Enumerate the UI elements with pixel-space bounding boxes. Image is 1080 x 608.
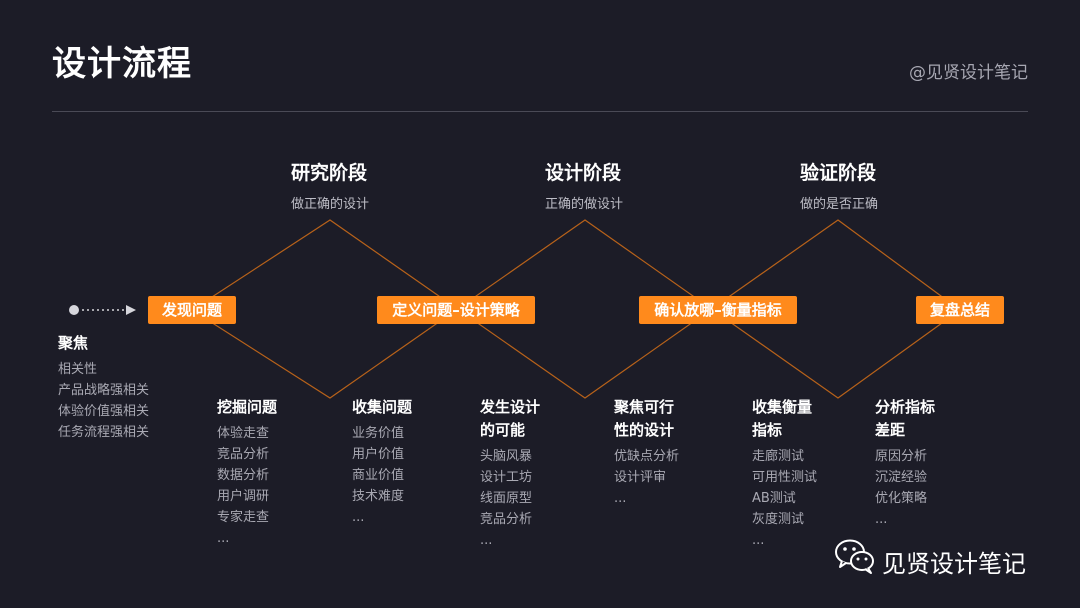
column-list: 走廊测试 可用性测试 AB测试 灰度测试 ...: [752, 446, 820, 551]
list-item: 产品战略强相关: [58, 383, 150, 398]
list-item: 设计评审: [614, 470, 667, 485]
milestone-review: 复盘总结: [916, 296, 1004, 324]
list-item: 线面原型: [480, 491, 533, 506]
column-title: 收集衡量指标: [752, 398, 813, 439]
focus-list: 相关性 产品战略强相关 体验价值强相关 任务流程强相关: [58, 359, 149, 443]
column-title: 挖掘问题: [217, 398, 278, 416]
column-list: 优缺点分析 设计评审 ...: [614, 446, 682, 509]
focus-title: 聚焦: [58, 334, 89, 352]
focus-block: 聚焦 相关性 产品战略强相关 体验价值强相关 任务流程强相关: [58, 332, 149, 443]
phase-title: 研究阶段: [291, 162, 368, 184]
list-item: 用户调研: [217, 489, 270, 504]
wechat-icon: [835, 539, 874, 574]
phase-subtitle: 做的是否正确: [800, 197, 879, 212]
list-item: ...: [480, 533, 493, 548]
list-item: ...: [614, 491, 627, 506]
list-item: 相关性: [58, 362, 98, 377]
column-list: 头脑风暴 设计工坊 线面原型 竞品分析 ...: [480, 446, 548, 551]
account-name: 见贤设计笔记: [882, 550, 1026, 578]
list-item: 专家走查: [217, 510, 270, 525]
milestone-confirm: 确认放哪–衡量指标: [639, 296, 797, 324]
milestone-discover: 发现问题: [148, 296, 236, 324]
list-item: 用户价值: [352, 447, 405, 462]
column-collect-problems: 收集问题 业务价值 用户价值 商业价值 技术难度 ...: [352, 396, 442, 528]
list-item: 商业价值: [352, 468, 405, 483]
list-item: ...: [752, 533, 765, 548]
start-dot: [69, 305, 79, 315]
phase-validation: 验证阶段 做的是否正确: [800, 158, 878, 212]
list-item: 竞品分析: [480, 512, 533, 527]
column-list: 体验走查 竞品分析 数据分析 用户调研 专家走查 ...: [217, 423, 307, 549]
list-item: 业务价值: [352, 426, 405, 441]
column-analyze-gaps: 分析指标差距 原因分析 沉淀经验 优化策略 ...: [875, 396, 943, 530]
list-item: 体验价值强相关: [58, 404, 150, 419]
phase-subtitle: 做正确的设计: [291, 197, 370, 212]
diamond-upper-line: [191, 219, 961, 399]
column-title: 发生设计的可能: [480, 398, 541, 439]
phase-title: 设计阶段: [545, 162, 622, 184]
page-title: 设计流程: [52, 44, 192, 84]
list-item: ...: [352, 510, 365, 525]
phase-design: 设计阶段 正确的做设计: [545, 158, 623, 212]
list-item: 优化策略: [875, 491, 928, 506]
list-item: 技术难度: [352, 489, 405, 504]
column-list: 业务价值 用户价值 商业价值 技术难度 ...: [352, 423, 442, 528]
phase-subtitle: 正确的做设计: [545, 197, 624, 212]
column-feasible-design: 聚焦可行性的设计 优缺点分析 设计评审 ...: [614, 396, 682, 509]
column-design-possibilities: 发生设计的可能 头脑风暴 设计工坊 线面原型 竞品分析 ...: [480, 396, 548, 551]
list-item: ...: [875, 512, 888, 527]
diamond-lower-line: [191, 219, 961, 399]
list-item: 灰度测试: [752, 512, 805, 527]
list-item: 走廊测试: [752, 449, 805, 464]
arrow-right-icon: [126, 305, 136, 315]
list-item: 可用性测试: [752, 470, 818, 485]
list-item: 优缺点分析: [614, 449, 680, 464]
list-item: ...: [217, 531, 230, 546]
milestone-define: 定义问题–设计策略: [377, 296, 535, 324]
column-collect-metrics: 收集衡量指标 走廊测试 可用性测试 AB测试 灰度测试 ...: [752, 396, 820, 551]
list-item: 任务流程强相关: [58, 425, 150, 440]
list-item: 设计工坊: [480, 470, 533, 485]
list-item: 竞品分析: [217, 447, 270, 462]
column-dig-problems: 挖掘问题 体验走查 竞品分析 数据分析 用户调研 专家走查 ...: [217, 396, 307, 549]
column-title: 分析指标差距: [875, 398, 936, 439]
list-item: 数据分析: [217, 468, 270, 483]
column-title: 收集问题: [352, 398, 413, 416]
phase-research: 研究阶段 做正确的设计: [291, 158, 369, 212]
account-handle: @见贤设计笔记: [909, 63, 1028, 83]
list-item: AB测试: [752, 491, 796, 506]
list-item: 体验走查: [217, 426, 270, 441]
header-divider: [52, 111, 1028, 112]
phase-title: 验证阶段: [800, 162, 877, 184]
list-item: 头脑风暴: [480, 449, 533, 464]
column-list: 原因分析 沉淀经验 优化策略 ...: [875, 446, 943, 530]
list-item: 沉淀经验: [875, 470, 928, 485]
column-title: 聚焦可行性的设计: [614, 398, 675, 439]
list-item: 原因分析: [875, 449, 928, 464]
